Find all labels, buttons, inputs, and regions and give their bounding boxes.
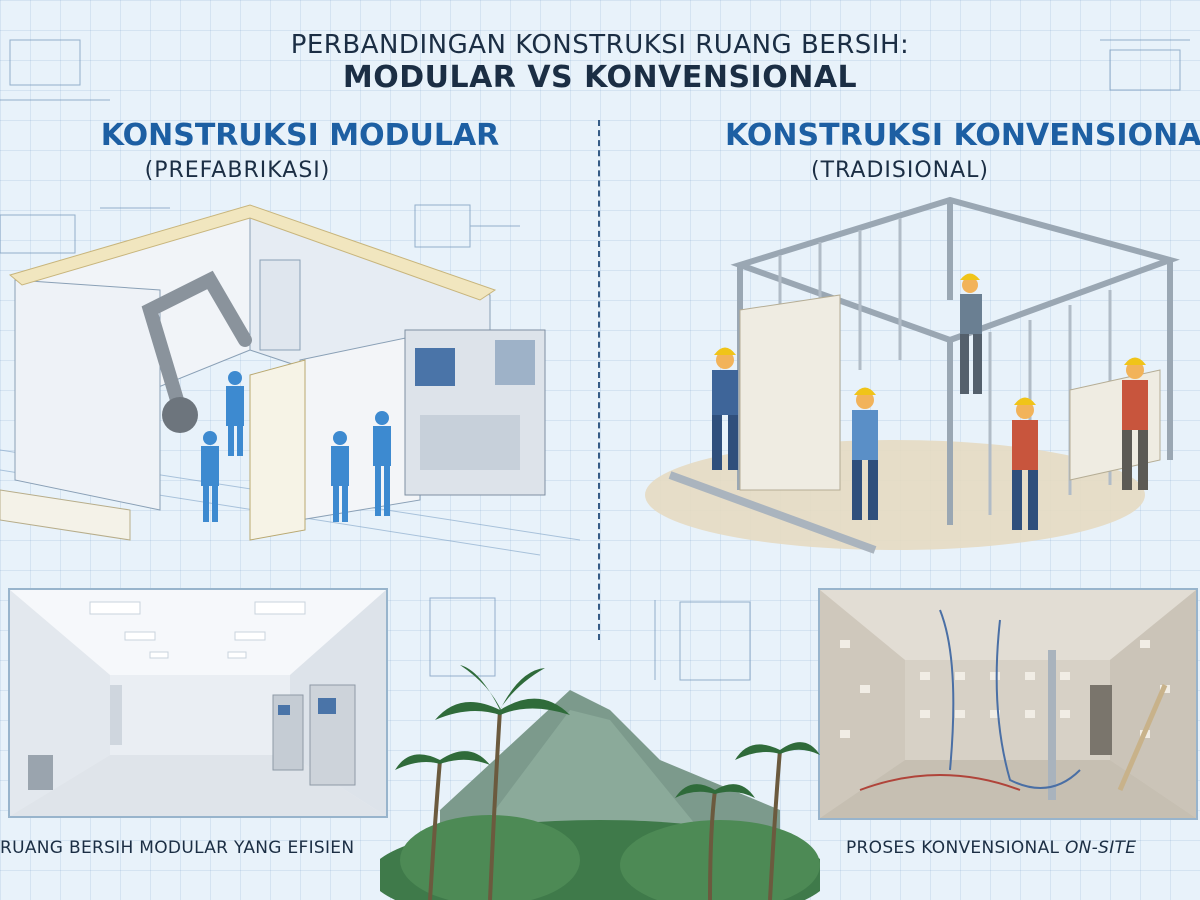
- title-line-1: PERBANDINGAN KONSTRUKSI RUANG BERSIH:: [290, 30, 910, 60]
- right-subheading: (TRADISIONAL): [810, 158, 989, 183]
- right-caption: PROSES KONVENSIONAL ON-SITE: [846, 838, 1136, 858]
- tropical-landscape: [380, 665, 820, 900]
- conventional-onsite-photo: [818, 588, 1198, 820]
- center-divider: [598, 120, 600, 640]
- modular-cleanroom-drawing: [10, 590, 386, 816]
- left-heading: KONSTRUKSI MODULAR: [100, 118, 500, 153]
- modular-construction-illustration: [0, 204, 581, 556]
- right-heading: KONSTRUKSI KONVENSIONAL: [725, 118, 1200, 153]
- left-caption: RUANG BERSIH MODULAR YANG EFISIEN: [0, 838, 355, 858]
- conventional-construction-illustration: [645, 196, 1180, 554]
- modular-cleanroom-photo: [8, 588, 388, 818]
- right-caption-prefix: PROSES KONVENSIONAL: [846, 838, 1065, 858]
- left-subheading: (PREFABRIKASI): [144, 158, 331, 183]
- right-caption-italic: ON-SITE: [1064, 838, 1137, 858]
- title-line-2: MODULAR VS KONVENSIONAL: [342, 60, 858, 95]
- conventional-onsite-drawing: [820, 590, 1196, 818]
